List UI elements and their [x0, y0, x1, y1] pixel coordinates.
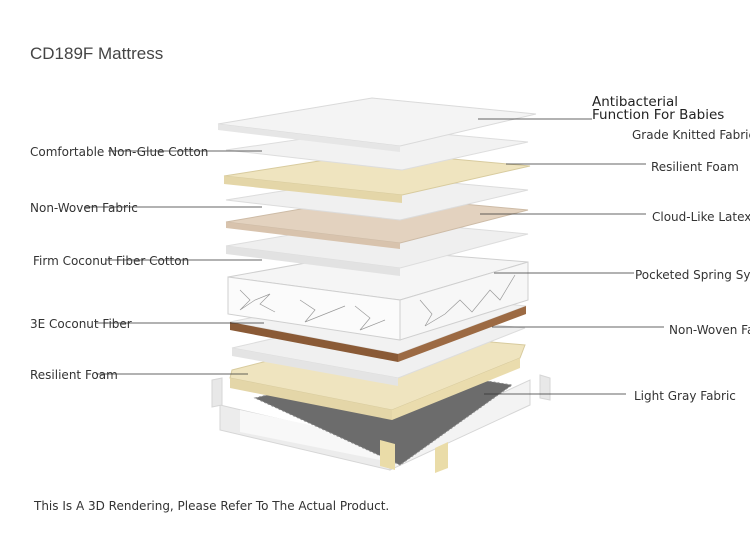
label-resilient-foam-left: Resilient Foam — [30, 368, 118, 382]
layer-pocketed-spring — [227, 249, 529, 341]
label-non-woven-fabric-right: Non-Woven Fab — [669, 323, 750, 337]
label-non-woven-fabric: Non-Woven Fabric — [30, 201, 138, 215]
label-non-glue-cotton: Comfortable Non-Glue Cotton — [30, 145, 209, 159]
leader-lines — [84, 118, 664, 395]
rendering-disclaimer: This Is A 3D Rendering, Please Refer To … — [34, 499, 390, 513]
label-pocketed-spring: Pocketed Spring Syste — [635, 268, 750, 282]
label-resilient-foam-right: Resilient Foam — [651, 160, 739, 174]
label-antibacterial: Antibacterial — [592, 94, 679, 110]
label-3e-coconut-fiber: 3E Coconut Fiber — [30, 317, 132, 331]
label-knitted-fabric: Grade Knitted Fabric — [632, 128, 750, 142]
page-title: CD189F Mattress — [30, 44, 164, 63]
label-firm-coconut-fiber-cotton: Firm Coconut Fiber Cotton — [33, 254, 190, 268]
label-cloud-like-latex: Cloud-Like Latex — [652, 210, 750, 224]
label-function-for-babies: Function For Babies — [592, 107, 725, 123]
label-light-gray-fabric: Light Gray Fabric — [634, 389, 736, 403]
